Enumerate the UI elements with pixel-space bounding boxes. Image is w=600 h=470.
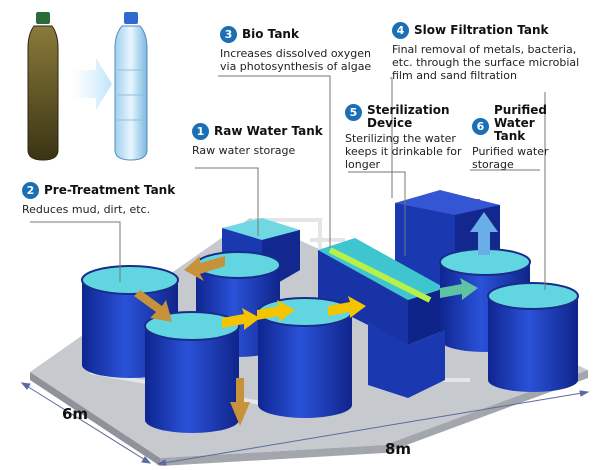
clean-water-bottle-icon: [114, 12, 148, 161]
step-number-badge: 1: [192, 123, 209, 140]
label-title: Bio Tank: [242, 27, 299, 41]
tank-sterilization-front: [368, 322, 445, 398]
step-number-badge: 5: [345, 104, 362, 121]
label-title: Purified Water Tank: [494, 103, 547, 143]
dimension-width-label: 8m: [385, 440, 412, 458]
flow-arrow-icon: [72, 58, 112, 110]
dimension-depth-label: 6m: [62, 405, 89, 423]
label-description: Increases dissolved oxygen via photosynt…: [220, 47, 372, 73]
leader-lines: [30, 75, 546, 290]
label-title: Sterilization Device: [367, 103, 450, 130]
label-purified-water-tank: 6 Purified Water Tank Purified water stor…: [472, 104, 582, 171]
step-number-badge: 2: [22, 182, 39, 199]
label-description: Reduces mud, dirt, etc.: [22, 203, 151, 216]
label-description: Final removal of metals, bacteria, etc. …: [392, 43, 580, 82]
dirty-water-bottle-icon: [27, 12, 59, 161]
label-raw-water-tank: 1 Raw Water Tank Raw water storage: [192, 123, 342, 157]
tank-left-front: [144, 311, 240, 433]
label-bio-tank: 3 Bio Tank Increases dissolved oxygen via…: [220, 26, 390, 73]
label-pre-treatment-tank: 2 Pre-Treatment Tank Reduces mud, dirt, e…: [22, 182, 212, 216]
label-description: Sterilizing the water keeps it drinkable…: [345, 132, 462, 171]
flow-arrows: [134, 212, 498, 426]
label-description: Raw water storage: [192, 144, 296, 157]
label-title: Pre-Treatment Tank: [44, 183, 176, 197]
dimension-lines: [20, 382, 590, 466]
tank-purified-front: [487, 282, 579, 392]
label-title: Slow Filtration Tank: [414, 23, 549, 37]
step-number-badge: 3: [220, 26, 237, 43]
label-title: Raw Water Tank: [214, 124, 323, 138]
label-sterilization-device: 5 Sterilization Device Sterilizing the wa…: [345, 104, 467, 171]
step-number-badge: 6: [472, 118, 489, 135]
label-description: Purified water storage: [472, 145, 549, 171]
label-slow-filtration-tank: 4 Slow Filtration Tank Final removal of m…: [392, 22, 597, 82]
sterilization-device-body: [318, 238, 445, 345]
step-number-badge: 4: [392, 22, 409, 39]
